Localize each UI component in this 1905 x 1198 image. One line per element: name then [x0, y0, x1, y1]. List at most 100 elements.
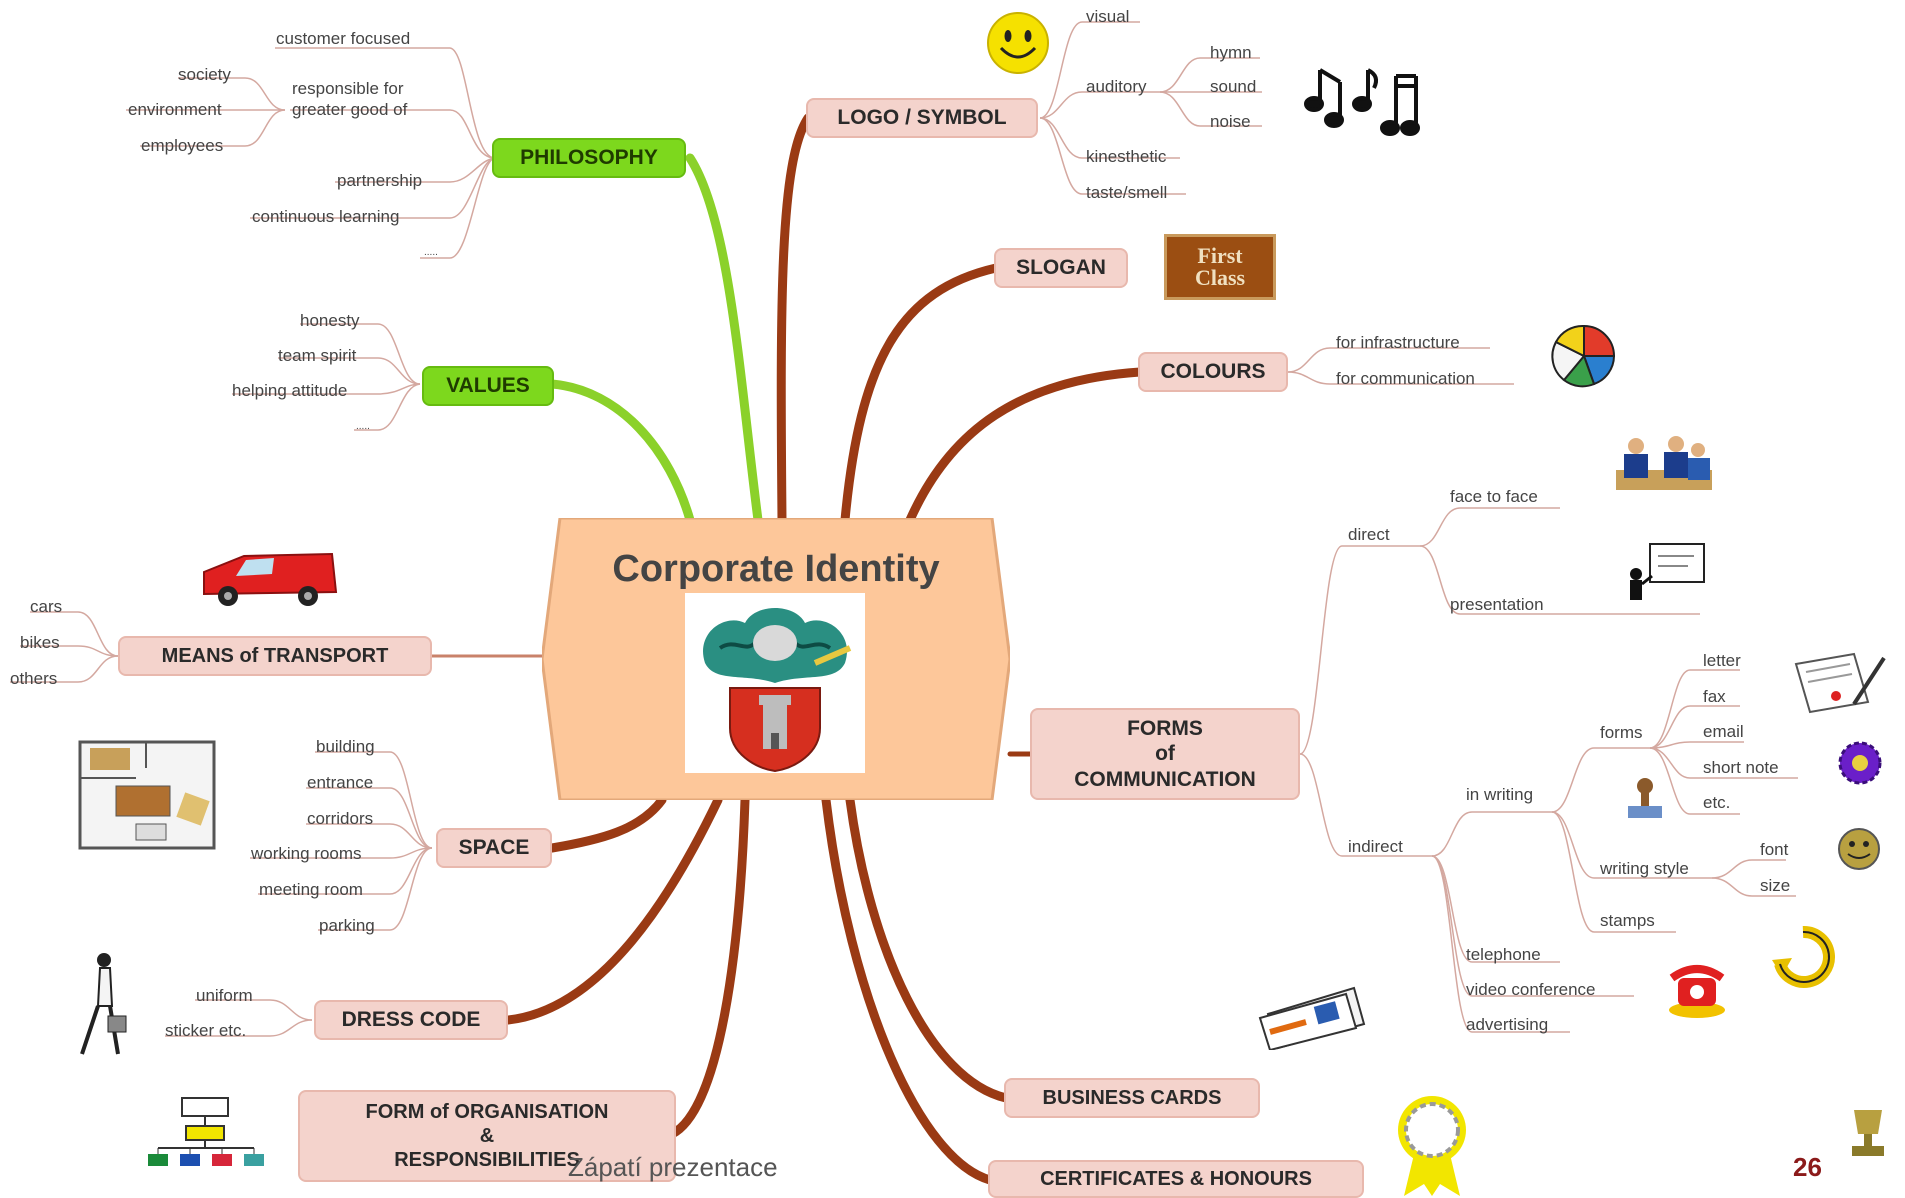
leaf-advertising: advertising — [1466, 1015, 1549, 1034]
leaf-auditory: auditory — [1086, 77, 1147, 96]
leaf-size: size — [1760, 876, 1791, 895]
leaf-helping-attitude: helping attitude — [232, 381, 348, 400]
meeting-people-icon — [1616, 436, 1712, 490]
leaf-fax: fax — [1703, 687, 1726, 706]
pie-chart-icon — [1551, 324, 1616, 388]
leaf-building: building — [316, 737, 375, 756]
leaf-society: society — [178, 65, 231, 84]
leaf-etc: etc. — [1703, 793, 1731, 812]
leaf-responsible-2: greater good of — [292, 100, 408, 119]
leaf-connectors — [10, 21, 1798, 1037]
philosophy-node[interactable]: PHILOSOPHY — [492, 138, 686, 178]
org-chart-icon — [148, 1097, 264, 1166]
leaf-stamps: stamps — [1600, 911, 1655, 930]
letter-pen-icon — [1794, 652, 1886, 714]
leaf-honesty: honesty — [300, 311, 360, 330]
central-topic: Corporate Identity — [542, 518, 1010, 800]
leaf-responsible-1: responsible for — [292, 79, 404, 98]
business-cards-icon — [1258, 986, 1366, 1050]
slogan-node[interactable]: SLOGAN — [994, 248, 1128, 288]
floor-plan-icon — [78, 740, 216, 850]
footer-text: Zápatí prezentace — [568, 1152, 778, 1182]
leaf-writing-style: writing style — [1600, 859, 1689, 878]
colours-branch — [905, 367, 1145, 525]
organisation-line-2: & — [479, 1125, 495, 1147]
rubber-stamp-icon — [1628, 778, 1662, 818]
leaf-video-conference: video conference — [1466, 980, 1596, 999]
business-cards-node[interactable]: BUSINESS CARDS — [1004, 1078, 1260, 1118]
first-class-image: First Class — [1164, 234, 1276, 300]
leaf-noise: noise — [1210, 112, 1251, 131]
communication-line-3: COMMUNICATION — [1074, 767, 1256, 791]
leaf-direct: direct — [1348, 525, 1390, 544]
values-branch — [547, 379, 695, 525]
leaf-in-writing: in writing — [1466, 785, 1534, 804]
dress-code-node[interactable]: DRESS CODE — [314, 1000, 508, 1040]
philosophy-branch — [685, 153, 763, 525]
leaf-continuous-learning: continuous learning — [252, 207, 400, 226]
certificates-node[interactable]: CERTIFICATES & HONOURS — [988, 1160, 1364, 1198]
leaf-bikes: bikes — [20, 633, 60, 652]
smiley-icon — [987, 12, 1049, 74]
leaf-font: font — [1760, 840, 1789, 859]
leaf-for-communication: for communication — [1336, 369, 1475, 388]
leaf-kinesthetic: kinesthetic — [1086, 147, 1167, 166]
first-class-line-1: First — [1197, 243, 1243, 268]
organisation-node[interactable]: FORM of ORGANISATION & RESPONSIBILITIES — [298, 1090, 676, 1182]
organisation-branch — [667, 795, 750, 1139]
organisation-line-1: FORM of ORGANISATION — [365, 1101, 609, 1123]
transport-node[interactable]: MEANS of TRANSPORT — [118, 636, 432, 676]
gear-seal-icon — [1838, 741, 1882, 785]
leaf-cars: cars — [30, 597, 63, 616]
first-class-line-2: Class — [1194, 265, 1246, 290]
colours-node[interactable]: COLOURS — [1138, 352, 1288, 392]
trophy-icon — [1852, 1110, 1884, 1156]
telephone-icon — [1669, 965, 1725, 1018]
leaf-corridors: corridors — [307, 809, 374, 828]
leaf-short-note: short note — [1703, 758, 1779, 777]
leaf-visual: visual — [1086, 7, 1130, 26]
emoticon-icon — [1838, 828, 1880, 870]
space-node[interactable]: SPACE — [436, 828, 552, 868]
slogan-branch — [840, 263, 1001, 525]
leaf-working-rooms: working rooms — [251, 844, 362, 863]
leaf-letter: letter — [1703, 651, 1741, 670]
leaf-for-infrastructure: for infrastructure — [1336, 333, 1460, 352]
leaf-values-more: ..... — [356, 421, 370, 432]
values-node[interactable]: VALUES — [422, 366, 554, 406]
communication-line-2: of — [1155, 742, 1175, 766]
cards-branch — [845, 795, 1011, 1103]
presentation-board-icon — [1630, 543, 1705, 600]
leaf-partnership: partnership — [337, 171, 423, 190]
dress-branch — [503, 795, 723, 1025]
leaf-presentation: presentation — [1450, 595, 1544, 614]
certificates-branch — [821, 795, 995, 1185]
award-rosette-icon — [1398, 1096, 1466, 1196]
coat-of-arms-image — [685, 593, 865, 773]
page-number: 26 — [1793, 1152, 1822, 1182]
leaf-uniform: uniform — [196, 986, 253, 1005]
leaf-indirect: indirect — [1348, 837, 1403, 856]
leaf-entrance: entrance — [307, 773, 374, 792]
red-van-icon — [203, 552, 338, 606]
leaf-team-spirit: team spirit — [278, 346, 357, 365]
arrows-cycle-icon — [1772, 926, 1835, 988]
logo-symbol-node[interactable]: LOGO / SYMBOL — [806, 98, 1038, 138]
logo-branch — [776, 113, 813, 525]
leaf-parking: parking — [319, 916, 375, 935]
leaf-others: others — [10, 669, 58, 688]
central-title: Corporate Identity — [612, 548, 940, 590]
leaf-sticker: sticker etc. — [165, 1021, 247, 1040]
leaf-taste-smell: taste/smell — [1086, 183, 1168, 202]
leaf-face-to-face: face to face — [1450, 487, 1538, 506]
leaf-forms: forms — [1600, 723, 1643, 742]
walking-woman-icon — [80, 953, 127, 1055]
organisation-line-3: RESPONSIBILITIES — [394, 1149, 580, 1171]
communication-node[interactable]: FORMS of COMMUNICATION — [1030, 708, 1300, 800]
leaf-philosophy-more: ..... — [424, 247, 438, 258]
leaf-employees: employees — [141, 136, 224, 155]
music-notes-icon — [1304, 68, 1420, 136]
leaf-email: email — [1703, 722, 1744, 741]
